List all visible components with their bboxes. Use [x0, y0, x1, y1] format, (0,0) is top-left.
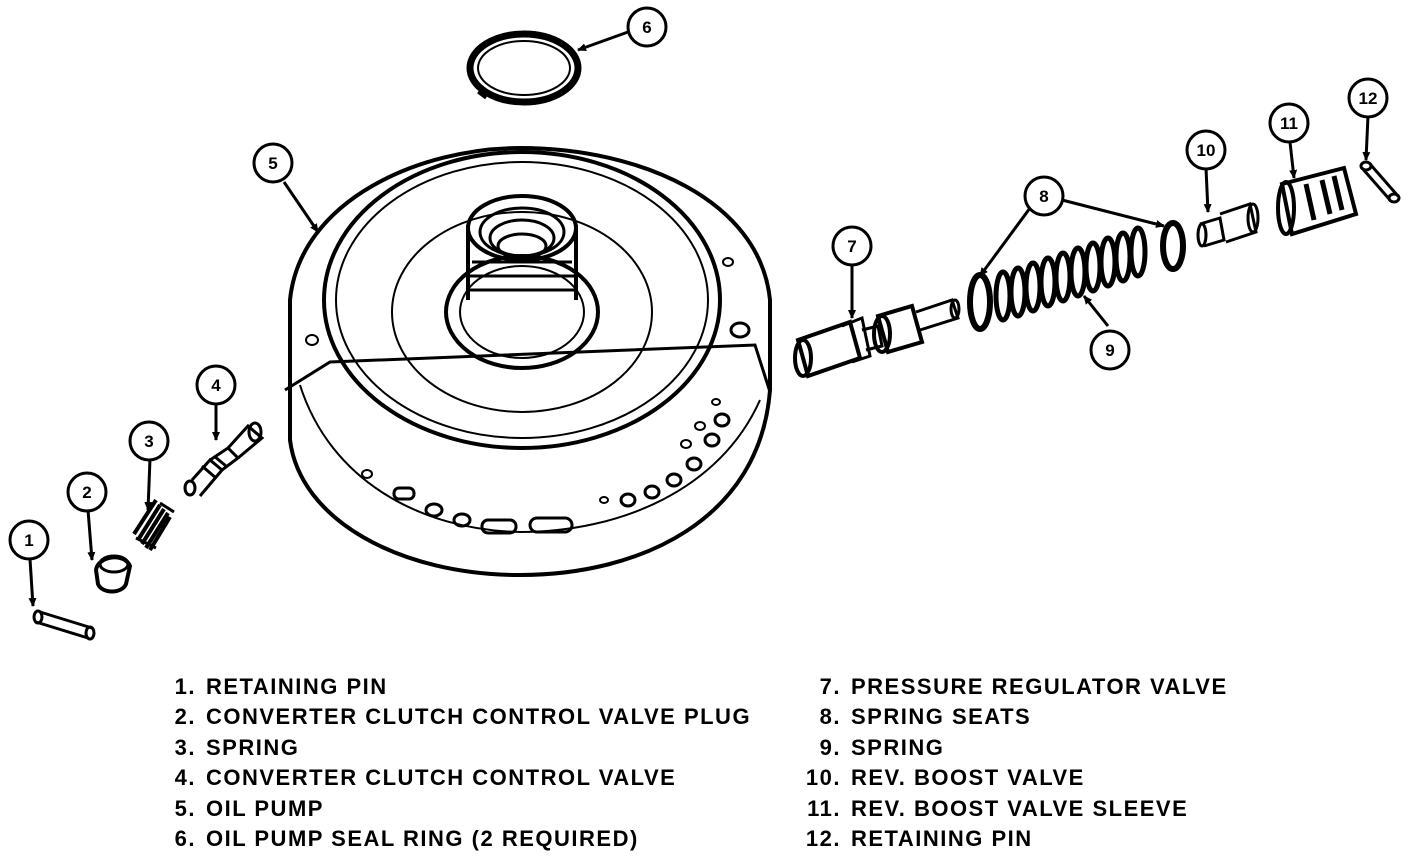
callout-6: 6 — [626, 6, 668, 48]
legend-item-label: OIL PUMP SEAL RING (2 REQUIRED) — [206, 826, 639, 852]
exploded-parts-diagram: 1 2 3 4 5 6 7 8 9 10 11 12 — [8, 6, 1401, 641]
part-rev-boost-valve-sleeve — [1276, 165, 1359, 237]
callout-11: 11 — [1268, 102, 1310, 144]
callout-9: 9 — [1089, 329, 1131, 371]
legend-item-number: 4. — [174, 765, 196, 791]
legend-item: 7. PRESSURE REGULATOR VALVE — [805, 672, 1228, 702]
legend-item-number: 1. — [174, 674, 196, 699]
callout-1-label: 1 — [24, 531, 33, 550]
legend-item: 5. OIL PUMP — [160, 794, 751, 824]
legend-item-label: RETAINING PIN — [851, 826, 1033, 852]
callout-10: 10 — [1185, 129, 1227, 171]
callout-4: 4 — [195, 364, 237, 406]
legend-item: 2. CONVERTER CLUTCH CONTROL VALVE PLUG — [160, 702, 751, 732]
part-spring-seat-right — [1160, 220, 1186, 272]
legend-item-label: RETAINING PIN — [206, 674, 388, 699]
legend-item-label: REV. BOOST VALVE — [851, 765, 1085, 791]
callout-8-label: 8 — [1039, 187, 1048, 206]
callout-3: 3 — [128, 420, 170, 462]
callout-10-label: 10 — [1197, 141, 1216, 160]
legend-item-number: 6. — [174, 826, 196, 852]
callout-1: 1 — [8, 519, 50, 561]
leader-arrows — [28, 30, 1371, 607]
callout-11-label: 11 — [1280, 114, 1298, 133]
part-valve-plug — [93, 554, 133, 594]
legend-item-number: 5. — [174, 795, 196, 821]
callout-12-label: 12 — [1359, 89, 1378, 108]
part-spring-3 — [132, 498, 175, 552]
legend-item: 12. RETAINING PIN — [805, 824, 1228, 854]
legend-item-label: SPRING SEATS — [851, 704, 1032, 730]
part-spring-9 — [993, 225, 1148, 323]
callout-12: 12 — [1347, 77, 1389, 119]
part-control-valve — [183, 421, 265, 497]
legend-item-label: SPRING — [851, 734, 945, 760]
part-oil-pump-seal-ring — [466, 30, 582, 106]
callout-9-label: 9 — [1105, 341, 1114, 360]
legend-item: 3. SPRING — [160, 733, 751, 763]
callout-3-label: 3 — [144, 432, 153, 451]
callout-5: 5 — [252, 142, 294, 184]
legend-item: 6. OIL PUMP SEAL RING (2 REQUIRED) — [160, 824, 751, 854]
legend-item-label: PRESSURE REGULATOR VALVE — [851, 674, 1228, 699]
callout-7-label: 7 — [847, 237, 856, 256]
legend-item: 10. REV. BOOST VALVE — [805, 763, 1228, 793]
legend-item-number: 8. — [819, 704, 841, 730]
callout-5-label: 5 — [268, 154, 277, 173]
legend-item: 1. RETAINING PIN — [160, 672, 751, 702]
callout-8: 8 — [1023, 175, 1065, 217]
part-pressure-regulator-valve — [793, 298, 961, 379]
callout-2: 2 — [66, 471, 108, 513]
callout-7: 7 — [831, 225, 873, 267]
part-retaining-pin-12 — [1359, 160, 1401, 204]
legend-item: 4. CONVERTER CLUTCH CONTROL VALVE — [160, 763, 751, 793]
parts-legend-right: 7. PRESSURE REGULATOR VALVE 8. SPRING SEAT… — [805, 672, 1228, 854]
legend-item: 9. SPRING — [805, 733, 1228, 763]
legend-item-label: REV. BOOST VALVE SLEEVE — [851, 795, 1189, 821]
legend-item-number: 11. — [807, 795, 841, 821]
legend-item-number: 9. — [819, 734, 841, 760]
legend-item-number: 7. — [819, 674, 841, 699]
legend-item-number: 2. — [174, 704, 196, 730]
parts-legend-left: 1. RETAINING PIN 2. CONVERTER CLUTCH CONTR… — [160, 672, 751, 854]
part-spring-seat-left — [967, 272, 993, 332]
legend-item: 8. SPRING SEATS — [805, 702, 1228, 732]
legend-item-label: CONVERTER CLUTCH CONTROL VALVE — [206, 765, 677, 791]
part-rev-boost-valve — [1196, 202, 1260, 248]
legend-item-label: OIL PUMP — [206, 795, 324, 821]
legend-item-label: SPRING — [206, 734, 300, 760]
callout-6-label: 6 — [642, 18, 651, 37]
callout-2-label: 2 — [82, 483, 91, 502]
part-oil-pump — [284, 145, 772, 578]
part-retaining-pin-1 — [32, 609, 96, 641]
callout-4-label: 4 — [211, 376, 221, 395]
legend-item-number: 10. — [805, 765, 841, 791]
legend-item-number: 3. — [174, 734, 196, 760]
legend-item-label: CONVERTER CLUTCH CONTROL VALVE PLUG — [206, 704, 752, 730]
legend-item: 11. REV. BOOST VALVE SLEEVE — [805, 794, 1228, 824]
legend-item-number: 12. — [805, 826, 841, 852]
